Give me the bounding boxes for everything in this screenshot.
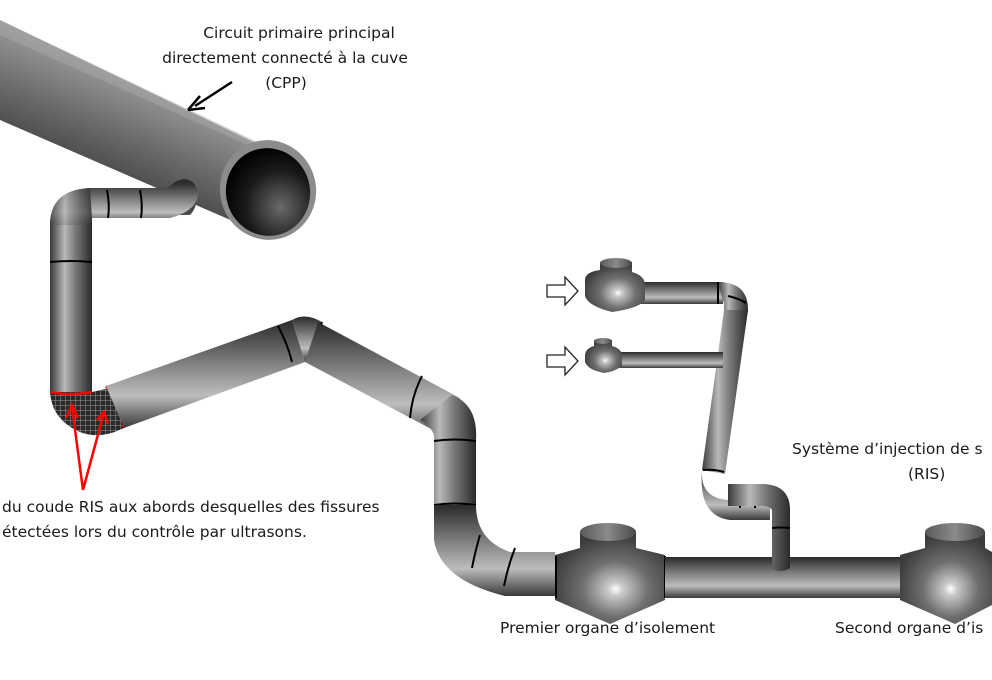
first-valve-label: Premier organe d’isolement: [500, 619, 715, 637]
cpp-pointer-arrow-icon: [187, 80, 233, 112]
upper-inlet-valve: [585, 258, 645, 312]
crack-label-line2: étectées lors du contrôle par ultrasons.: [2, 523, 307, 541]
second-valve-label: Second organe d’is: [835, 619, 983, 637]
cpp-label-line3: (CPP): [265, 74, 307, 92]
lower-inlet-valve: [585, 338, 622, 373]
ris-label-line1: Système d’injection de s: [792, 440, 983, 458]
cpp-label-line2: directement connecté à la cuve: [162, 49, 408, 67]
ris-line-pipe: [106, 316, 555, 596]
first-isolation-valve[interactable]: [555, 523, 666, 624]
crack-pointer-arrows-icon: [64, 402, 110, 491]
crack-label-line1: du coude RIS aux abords desquelles des f…: [2, 498, 380, 516]
cpp-main-pipe: [0, 20, 317, 240]
crack-weld-upper: [49, 390, 93, 396]
cpp-pipe-opening: [225, 148, 311, 236]
inlet-arrow-upper-icon: [546, 275, 579, 307]
ris-connection-pipe: [49, 179, 199, 395]
ris-injection-branch: [613, 282, 791, 571]
ris-label-line2: (RIS): [908, 465, 945, 483]
cpp-label-line1: Circuit primaire principal: [203, 24, 395, 42]
inlet-arrow-lower-icon: [546, 345, 579, 377]
second-isolation-valve[interactable]: [900, 523, 992, 624]
